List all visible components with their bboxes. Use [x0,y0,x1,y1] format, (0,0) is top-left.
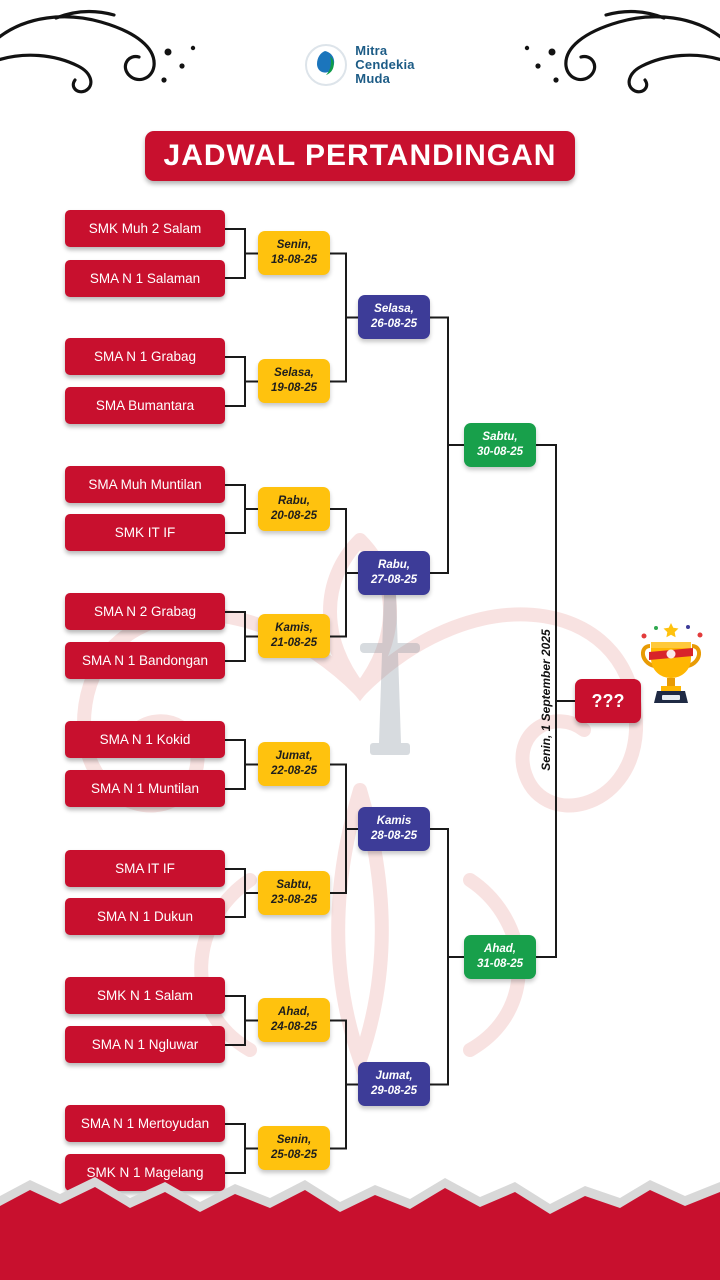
match-day: Senin, [276,1134,312,1147]
team-box: SMA N 1 Muntilan [65,770,225,807]
match-date: 30-08-25 [476,446,524,458]
team-box: SMA N 1 Mertoyudan [65,1105,225,1142]
match-slot-round1: Kamis, 21-08-25 [258,614,330,658]
match-date: 20-08-25 [270,510,318,522]
team-box: SMK Muh 2 Salam [65,210,225,247]
match-slot-round1: Ahad, 24-08-25 [258,998,330,1042]
team-box: SMA Muh Muntilan [65,466,225,503]
brand-name: Mitra Cendekia Muda [355,43,415,87]
match-date: 26-08-25 [370,318,418,330]
page-title: JADWAL PERTANDINGAN [145,131,575,181]
match-day: Rabu, [378,559,410,572]
match-day: Kamis [376,815,412,828]
brand-logo: Mitra Cendekia Muda [0,43,720,87]
brand-name-line: Cendekia [355,57,415,73]
match-day: Jumat, [275,750,313,763]
match-day: Rabu, [278,495,310,508]
match-slot-round1: Sabtu, 23-08-25 [258,871,330,915]
team-box: SMA Bumantara [65,387,225,424]
match-day: Jumat, [375,1070,413,1083]
team-box: SMA N 1 Bandongan [65,642,225,679]
match-date: 23-08-25 [270,894,318,906]
match-day: Selasa, [274,367,314,380]
match-day: Sabtu, [276,879,312,892]
brand-name-line: Muda [355,71,391,87]
match-day: Ahad, [278,1006,310,1019]
match-slot-round2: Jumat, 29-08-25 [358,1062,430,1106]
trophy-icon [641,623,703,703]
match-slot-round2: Selasa, 26-08-25 [358,295,430,339]
match-date: 29-08-25 [370,1085,418,1097]
match-date: 21-08-25 [270,637,318,649]
match-date: 25-08-25 [270,1149,318,1161]
brand-name-line: Mitra [355,43,388,58]
match-slot-round3: Sabtu, 30-08-25 [464,423,536,467]
match-slot-round2: Kamis 28-08-25 [358,807,430,851]
match-date: 19-08-25 [270,382,318,394]
team-box: SMA N 1 Grabag [65,338,225,375]
match-slot-round2: Rabu, 27-08-25 [358,551,430,595]
team-box: SMA N 1 Salaman [65,260,225,297]
match-slot-round1: Senin, 18-08-25 [258,231,330,275]
match-day: Senin, [276,239,312,252]
match-slot-round1: Senin, 25-08-25 [258,1126,330,1170]
brand-logo-icon [305,44,348,87]
champion-placeholder: ??? [575,679,641,723]
team-box: SMK N 1 Salam [65,977,225,1014]
team-box: SMA N 1 Ngluwar [65,1026,225,1063]
match-day: Selasa, [374,303,414,316]
team-box: SMK N 1 Magelang [65,1154,225,1191]
match-date: 27-08-25 [370,574,418,586]
gray-emblem-watermark [360,593,420,755]
corner-flourish-right-icon [524,10,720,94]
match-day: Kamis, [275,622,313,635]
match-date: 24-08-25 [270,1021,318,1033]
team-box: SMA N 2 Grabag [65,593,225,630]
team-box: SMA N 1 Kokid [65,721,225,758]
match-slot-round1: Jumat, 22-08-25 [258,742,330,786]
match-date: 28-08-25 [370,830,418,842]
match-slot-round3: Ahad, 31-08-25 [464,935,536,979]
match-day: Sabtu, [482,431,518,444]
team-box: SMA N 1 Dukun [65,898,225,935]
corner-flourish-left-icon [0,10,196,94]
match-day: Ahad, [484,943,516,956]
match-slot-round1: Selasa, 19-08-25 [258,359,330,403]
match-slot-round1: Rabu, 20-08-25 [258,487,330,531]
match-date: 31-08-25 [476,958,524,970]
match-date: 18-08-25 [270,254,318,266]
team-box: SMK IT IF [65,514,225,551]
team-box: SMA IT IF [65,850,225,887]
match-date: 22-08-25 [270,765,318,777]
